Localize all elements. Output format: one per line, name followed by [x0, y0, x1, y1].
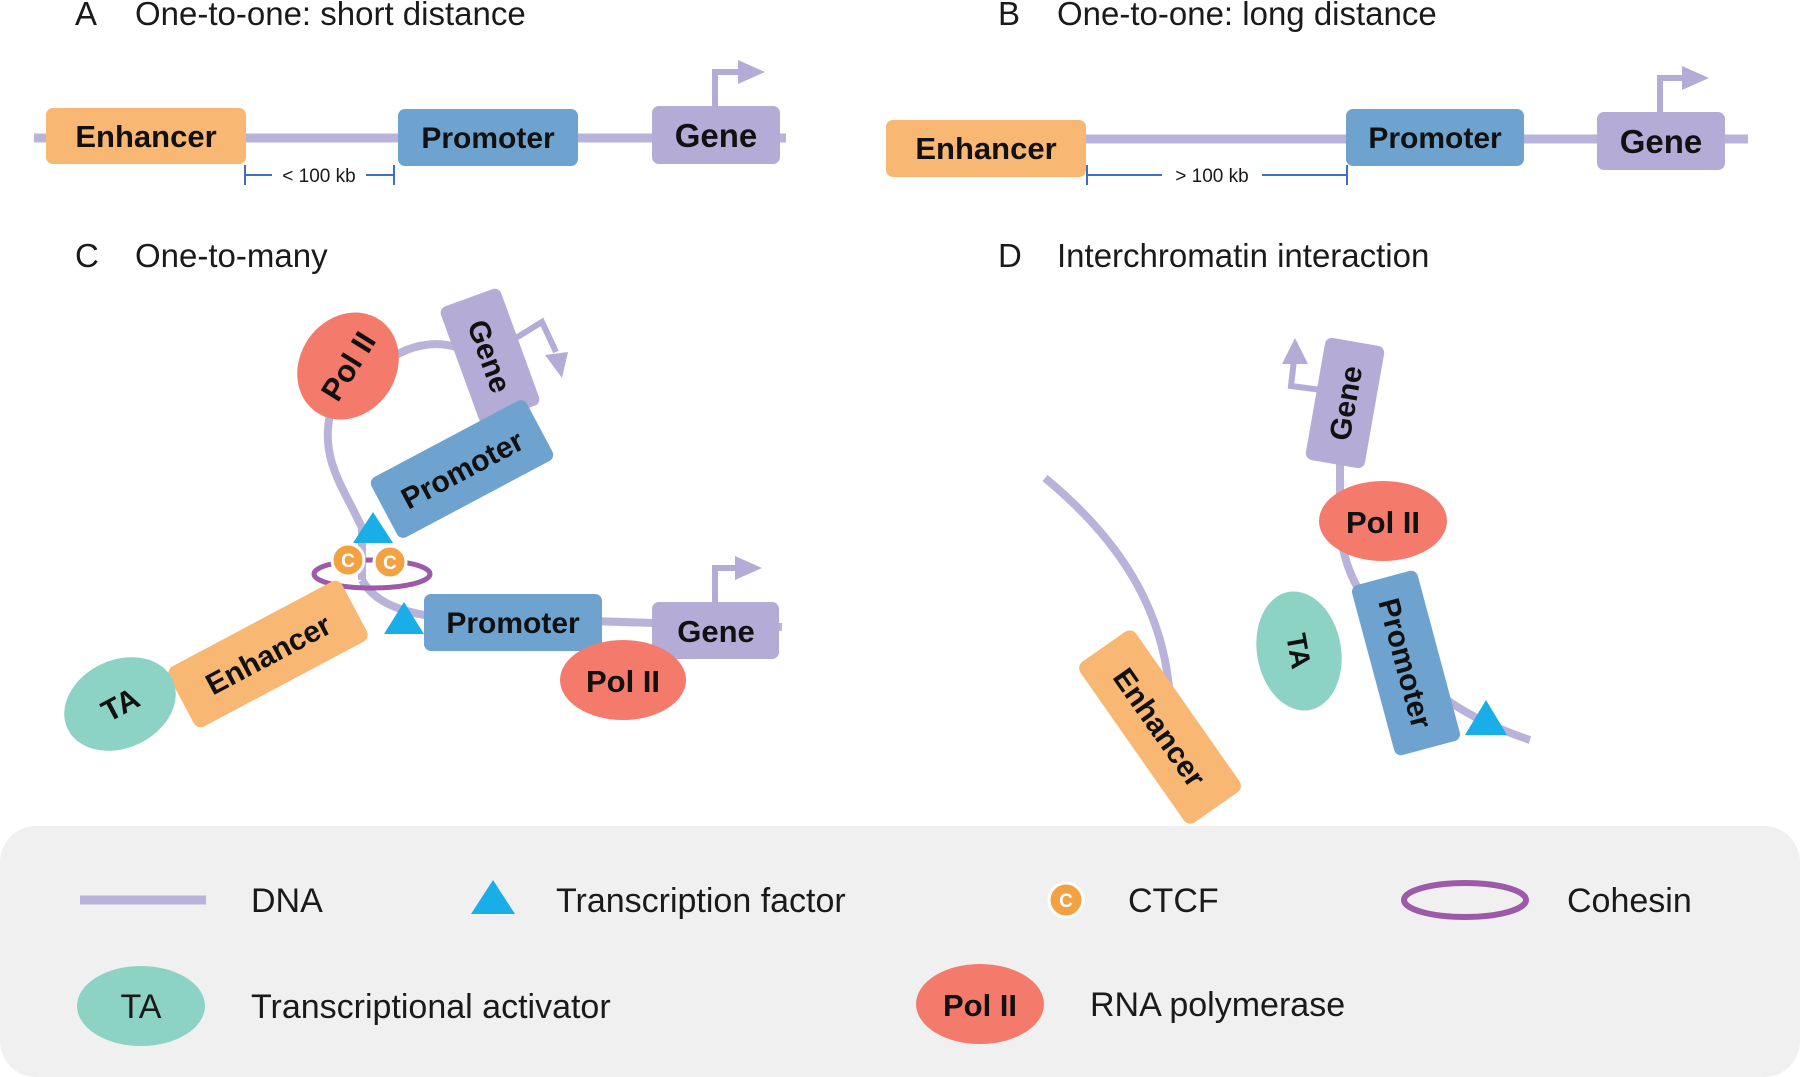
panel-d-promoter-box — [1351, 570, 1461, 756]
panel-a-promoter-box — [398, 109, 578, 166]
panel-c-promoter-right-box — [424, 594, 602, 651]
panel-b-gene-label: Gene — [1620, 123, 1703, 160]
panel-a-distance-label: < 100 kb — [282, 166, 355, 187]
panel-c-gene-top-tss-arrow — [514, 317, 559, 354]
panel-d-pol2 — [1319, 481, 1447, 561]
panel-b-title: One-to-one: long distance — [1057, 0, 1437, 32]
panel-b-gene-box — [1597, 112, 1725, 170]
panel-a-tss-arrow — [712, 69, 742, 106]
panel-b: B One-to-one: long distance Enhancer Pro… — [886, 0, 1748, 187]
panel-d-dna-left — [1042, 474, 1174, 701]
panel-b-promoter-box — [1346, 109, 1524, 166]
panel-b-tss-arrowhead — [1682, 66, 1709, 90]
panel-d-ta-label: TA — [1280, 631, 1317, 671]
panel-d-enhancer-box — [1079, 630, 1241, 824]
panel-d-tf — [1465, 700, 1507, 735]
panel-c-ctcf-right-label: C — [383, 553, 397, 574]
legend-ta-symbol: TA — [121, 988, 162, 1026]
panel-c-ctcf-right — [372, 544, 408, 580]
legend-ta-label: Transcriptional activator — [251, 988, 611, 1026]
panel-b-distance-bracket — [1086, 165, 1348, 185]
panel-c-tf-bottom — [384, 602, 424, 634]
panel-c-cohesin-ring — [311, 557, 433, 591]
panel-a-gene-label: Gene — [675, 117, 758, 154]
panel-c-enhancer-box — [168, 580, 368, 728]
panel-d-title: Interchromatin interaction — [1057, 237, 1429, 274]
panel-d-pol2-label: Pol II — [1346, 505, 1420, 540]
legend-cohesin-swatch — [1401, 880, 1529, 920]
panel-a-title: One-to-one: short distance — [135, 0, 526, 32]
panel-d-gene-tss-arrowhead — [1282, 338, 1308, 364]
legend-pol2-symbol: Pol II — [943, 988, 1017, 1023]
panel-b-promoter-label: Promoter — [1368, 122, 1502, 155]
legend-background — [0, 826, 1800, 1077]
panel-c-gene-top-tss-arrowhead — [545, 352, 568, 378]
panel-c-pol2-top — [297, 312, 399, 420]
legend-dna-label: DNA — [251, 882, 323, 920]
panel-c-gene-right-tss-arrow — [712, 565, 738, 602]
panel-c-gene-right-box — [652, 602, 779, 659]
panel-b-enhancer-box — [886, 120, 1086, 177]
panel-c-promoter-top-box — [370, 400, 554, 538]
panel-c-dna-left-strand — [323, 414, 366, 580]
panel-c-pol2-bottom-label: Pol II — [586, 664, 660, 699]
panel-c-promoter-right-label: Promoter — [446, 607, 580, 640]
panel-c-title: One-to-many — [135, 237, 328, 274]
panel-b-enhancer-label: Enhancer — [915, 131, 1056, 166]
panel-c-tf-top — [353, 512, 393, 543]
panel-a-enhancer-label: Enhancer — [75, 119, 216, 154]
legend-pol2-swatch — [916, 964, 1044, 1044]
panel-a: A One-to-one: short distance Enhancer Pr… — [34, 0, 786, 187]
panel-b-distance-label: > 100 kb — [1175, 166, 1248, 187]
panel-d-gene-box — [1305, 337, 1385, 469]
panel-d-letter: D — [998, 237, 1022, 274]
panel-c-ctcf-left — [330, 542, 366, 578]
panel-b-tss-arrow — [1657, 75, 1685, 112]
panel-a-promoter-label: Promoter — [421, 122, 555, 155]
panel-a-gene-box — [652, 106, 780, 164]
panel-c-ctcf-left-label: C — [341, 551, 355, 572]
panel-c: C One-to-many Pol II Gene Promoter C C — [64, 237, 783, 751]
legend-tf-swatch — [471, 880, 515, 914]
panel-a-tss-arrowhead — [738, 60, 765, 84]
legend-ctcf-swatch — [1047, 881, 1085, 919]
panel-c-pol2-bottom — [560, 640, 686, 720]
panel-a-enhancer-box — [46, 108, 246, 164]
panel-a-distance-bracket — [244, 165, 395, 185]
legend-cohesin-label: Cohesin — [1567, 882, 1692, 920]
panel-c-gene-right-tss-arrowhead — [735, 556, 762, 580]
legend-ctcf-label: CTCF — [1128, 882, 1219, 920]
panel-a-letter: A — [75, 0, 97, 32]
legend-ta-swatch — [77, 966, 205, 1046]
legend-ctcf-symbol: C — [1059, 891, 1073, 912]
panel-d: D Interchromatin interaction Gene Pol II… — [998, 237, 1532, 824]
panel-c-ta — [64, 657, 176, 751]
panel-b-letter: B — [998, 0, 1020, 32]
panel-d-ta — [1256, 591, 1342, 711]
panel-d-gene-tss-arrow — [1287, 359, 1323, 393]
panel-c-gene-top-box — [440, 288, 540, 424]
legend-tf-label: Transcription factor — [556, 882, 846, 920]
legend: DNA Transcription factor C CTCF Cohesin … — [0, 826, 1800, 1077]
legend-pol2-label: RNA polymerase — [1090, 986, 1345, 1024]
panel-c-gene-right-label: Gene — [677, 614, 755, 649]
panel-c-letter: C — [75, 237, 99, 274]
